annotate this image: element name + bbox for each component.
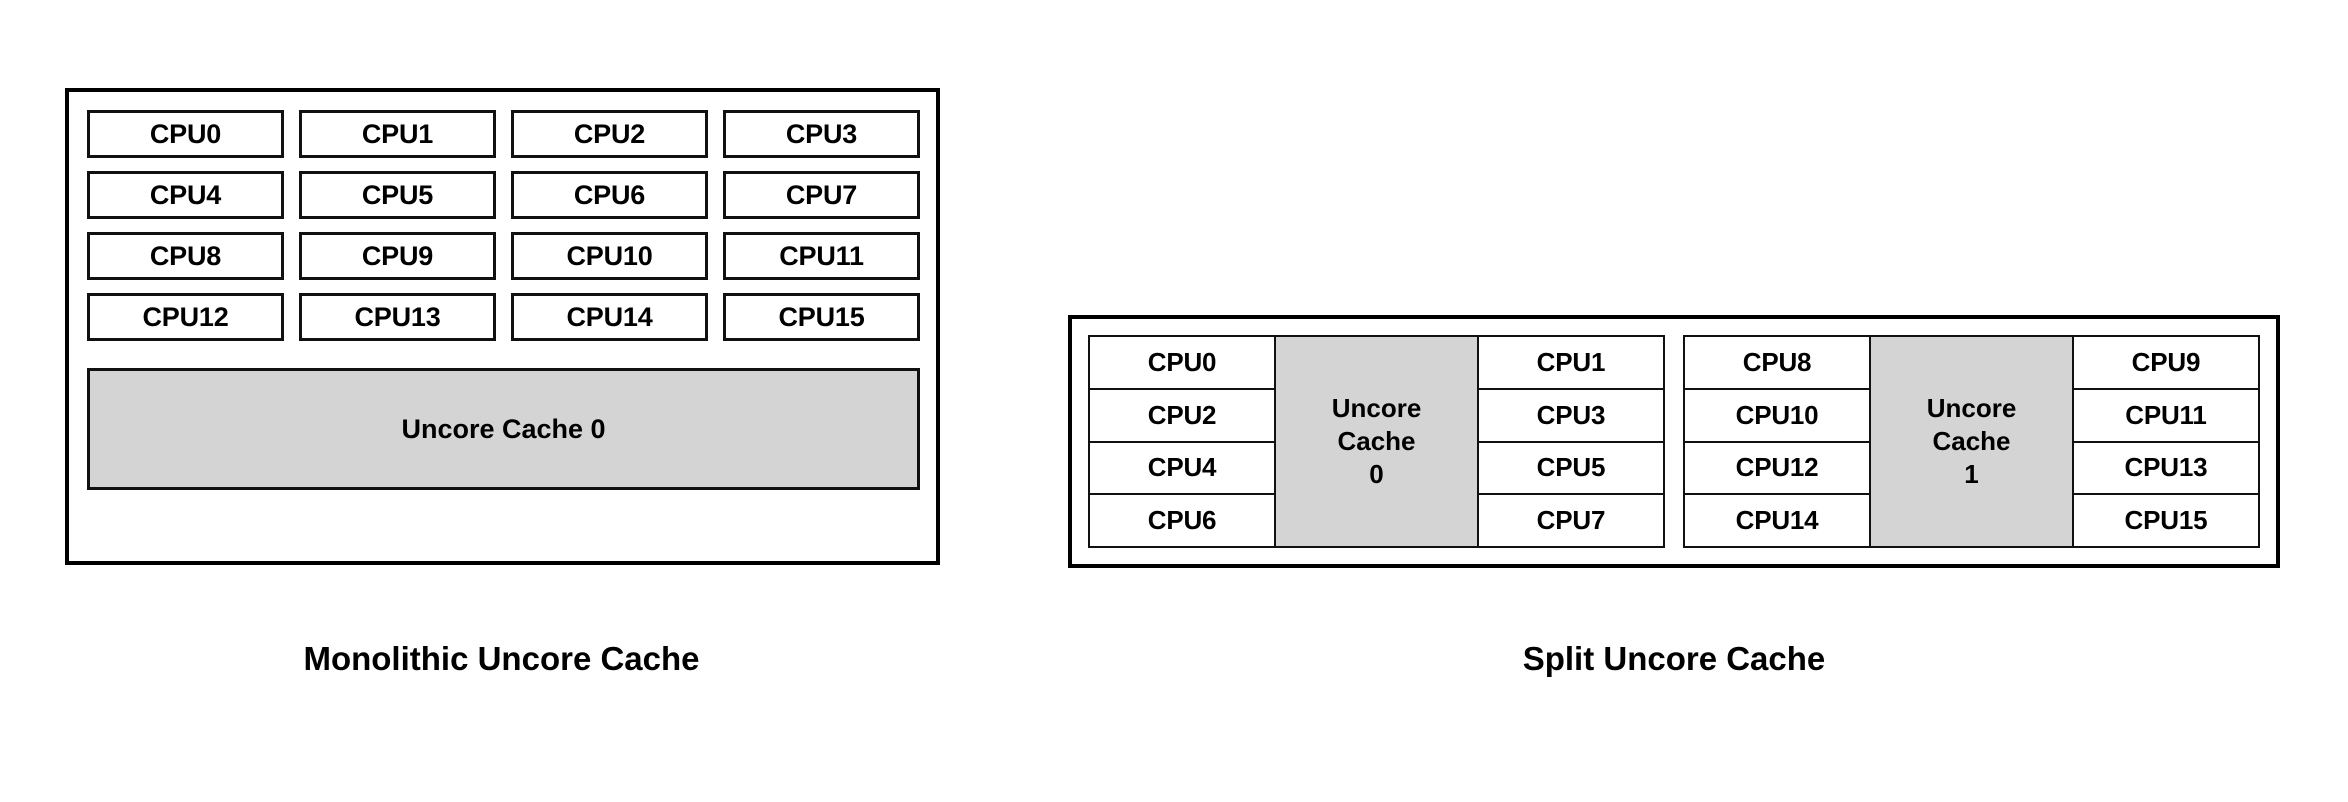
tile-1-right-cpu-column: CPU9 CPU11 CPU13 CPU15	[2071, 335, 2260, 548]
uncore-label-line-2: Cache	[1932, 425, 2011, 456]
cpu-box: CPU10	[511, 232, 708, 280]
cpu-box: CPU9	[2071, 335, 2260, 390]
uncore-cache-block: Uncore Cache 0	[87, 368, 920, 490]
monolithic-cpu-grid: CPU0 CPU1 CPU2 CPU3 CPU4 CPU5 CPU6 CPU7 …	[87, 110, 920, 490]
uncore-label-line-2: Cache	[1337, 425, 1416, 456]
split-uncore-package: CPU0 CPU2 CPU4 CPU6 Uncore Cache 0 CPU1 …	[1068, 315, 2280, 568]
cpu-box: CPU8	[87, 232, 284, 280]
cpu-box: CPU5	[1476, 440, 1665, 496]
cpu-row: CPU0 CPU1 CPU2 CPU3	[87, 110, 920, 158]
split-tile-0: CPU0 CPU2 CPU4 CPU6 Uncore Cache 0 CPU1 …	[1088, 335, 1665, 548]
cpu-box: CPU1	[1476, 335, 1665, 390]
cpu-box: CPU3	[1476, 387, 1665, 443]
cpu-row: CPU4 CPU5 CPU6 CPU7	[87, 171, 920, 219]
cpu-box: CPU12	[87, 293, 284, 341]
split-tiles-container: CPU0 CPU2 CPU4 CPU6 Uncore Cache 0 CPU1 …	[1088, 335, 2260, 548]
cpu-box: CPU13	[299, 293, 496, 341]
cpu-box: CPU7	[1476, 493, 1665, 548]
uncore-label-line-1: Uncore	[1926, 392, 2017, 423]
uncore-cache-block-0: Uncore Cache 0	[1274, 335, 1479, 548]
cpu-box: CPU0	[87, 110, 284, 158]
tile-0-right-cpu-column: CPU1 CPU3 CPU5 CPU7	[1476, 335, 1665, 548]
cpu-box: CPU12	[1683, 440, 1872, 496]
uncore-label-index: 1	[1964, 459, 1979, 490]
cpu-box: CPU2	[511, 110, 708, 158]
cpu-box: CPU5	[299, 171, 496, 219]
split-tile-1: CPU8 CPU10 CPU12 CPU14 Uncore Cache 1 CP…	[1683, 335, 2260, 548]
cpu-box: CPU3	[723, 110, 920, 158]
split-caption: Split Uncore Cache	[1522, 640, 1826, 677]
cpu-box: CPU9	[299, 232, 496, 280]
cpu-box: CPU11	[2071, 387, 2260, 443]
cpu-box: CPU15	[2071, 493, 2260, 548]
cpu-box: CPU7	[723, 171, 920, 219]
cpu-box: CPU1	[299, 110, 496, 158]
uncore-cache-block-1: Uncore Cache 1	[1869, 335, 2074, 548]
cpu-box: CPU2	[1088, 387, 1277, 443]
cpu-box: CPU10	[1683, 387, 1872, 443]
uncore-label-index: 0	[1369, 459, 1384, 490]
uncore-label-line-1: Uncore	[1331, 392, 1422, 423]
tile-0-left-cpu-column: CPU0 CPU2 CPU4 CPU6	[1088, 335, 1277, 548]
cpu-row: CPU12 CPU13 CPU14 CPU15	[87, 293, 920, 341]
cpu-box: CPU13	[2071, 440, 2260, 496]
cpu-box: CPU6	[511, 171, 708, 219]
cpu-box: CPU14	[511, 293, 708, 341]
monolithic-caption: Monolithic Uncore Cache	[303, 640, 700, 677]
monolithic-uncore-package: CPU0 CPU1 CPU2 CPU3 CPU4 CPU5 CPU6 CPU7 …	[65, 88, 940, 565]
cpu-box: CPU4	[87, 171, 284, 219]
cpu-box: CPU6	[1088, 493, 1277, 548]
cpu-box: CPU15	[723, 293, 920, 341]
cpu-box: CPU14	[1683, 493, 1872, 548]
cpu-box: CPU4	[1088, 440, 1277, 496]
cpu-box: CPU8	[1683, 335, 1872, 390]
cpu-box: CPU11	[723, 232, 920, 280]
tile-1-left-cpu-column: CPU8 CPU10 CPU12 CPU14	[1683, 335, 1872, 548]
cpu-box: CPU0	[1088, 335, 1277, 390]
cpu-row: CPU8 CPU9 CPU10 CPU11	[87, 232, 920, 280]
